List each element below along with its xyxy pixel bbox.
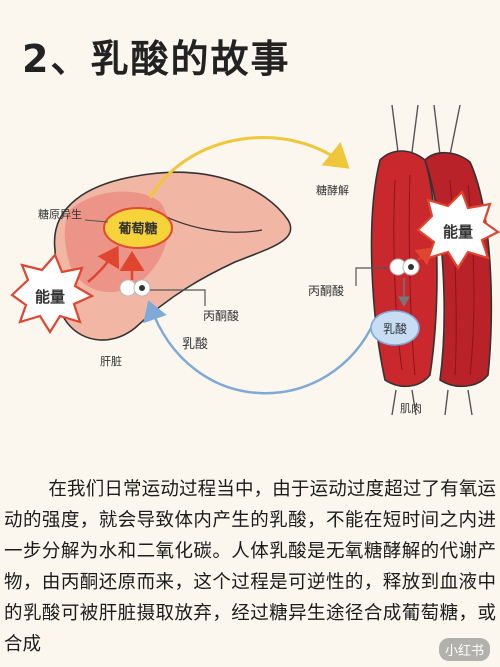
energy-right-label: 能量 (443, 223, 473, 241)
page-title: 2、乳酸的故事 (22, 37, 291, 81)
lactate-cycle-diagram: 葡萄糖 丙酮酸 糖原异生 能量 肝脏 乳酸 糖酵解 (10, 104, 500, 416)
gluconeogenesis-label: 糖原异生 (38, 207, 82, 221)
body-paragraph: 在我们日常运动过程当中，由于运动过度超过了有氧运动的强度，就会导致体内产生的乳酸… (4, 479, 496, 655)
liver-label: 肝脏 (100, 355, 122, 368)
liver-shape (53, 171, 292, 341)
lactate-arrow-label: 乳酸 (182, 337, 208, 352)
pyruvate-muscle-label: 丙酮酸 (308, 283, 344, 298)
energy-burst-left (10, 252, 95, 335)
pyruvate-dots-liver (119, 279, 151, 297)
energy-left-label: 能量 (35, 288, 65, 306)
lactate-transport-arrow (143, 300, 377, 395)
energy-burst-right (416, 190, 500, 271)
glucose-label: 葡萄糖 (117, 221, 157, 237)
watermark: 小红书 (438, 638, 490, 661)
pyruvate-liver-label: 丙酮酸 (203, 308, 239, 323)
lactate-muscle-label: 乳酸 (383, 321, 407, 336)
glucose-bubble (103, 207, 173, 249)
glycolysis-label: 糖酵解 (316, 183, 349, 197)
muscle-shape (370, 104, 493, 416)
glucose-transport-arrow (148, 136, 350, 199)
muscle-label: 肌肉 (400, 402, 422, 415)
lactate-bubble (370, 310, 420, 346)
